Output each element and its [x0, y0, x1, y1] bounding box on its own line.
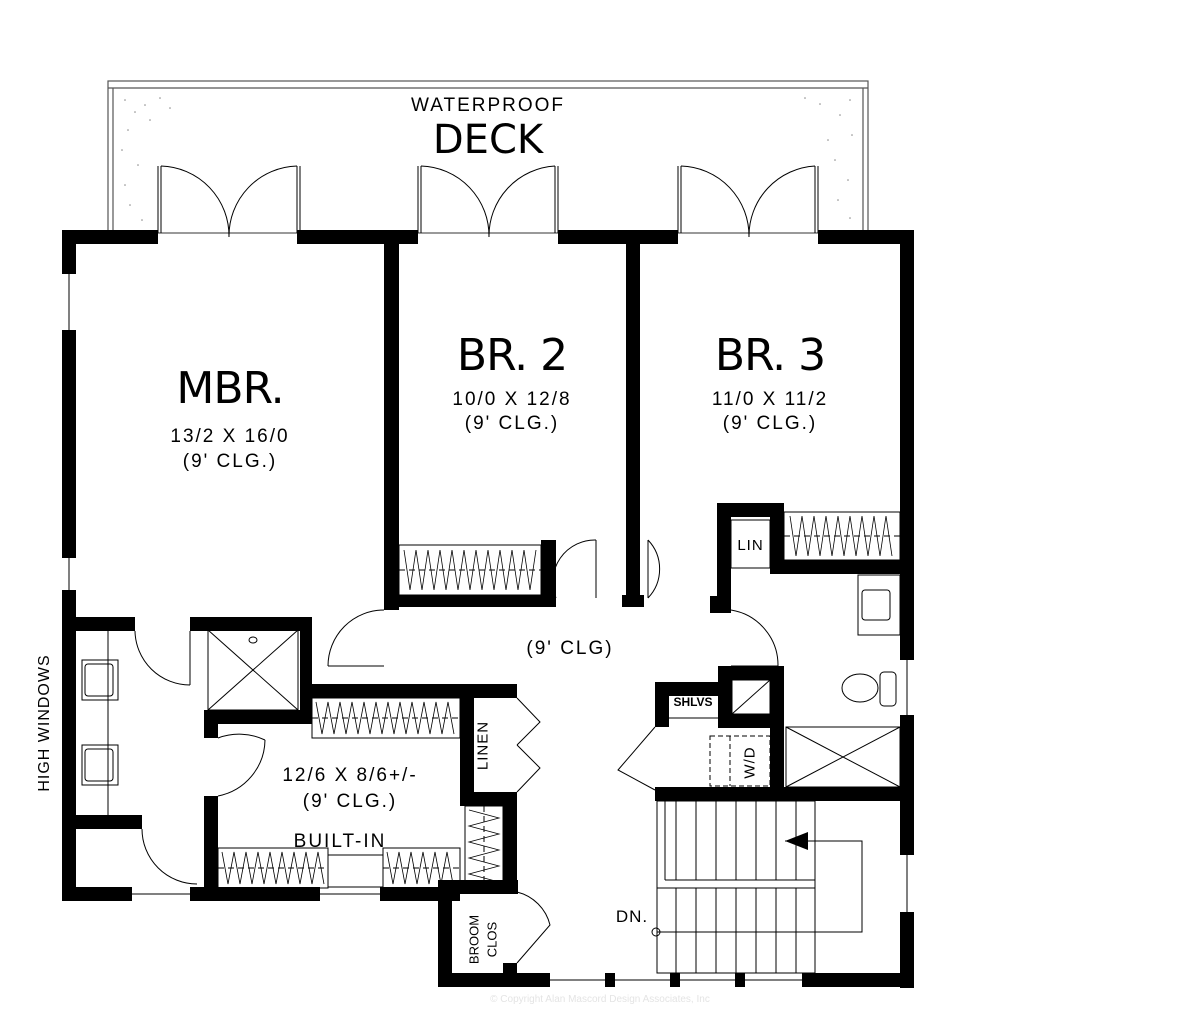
stair-arrow-icon — [785, 832, 808, 850]
high-windows-label: HIGH WINDOWS — [36, 654, 53, 792]
closet-hatching — [221, 515, 893, 885]
built-in-label: BUILT-IN — [293, 831, 387, 852]
room-name-mbr: MBR. — [176, 363, 284, 414]
deck-outline — [107, 80, 869, 234]
room-ceiling-mbr: (9' CLG.) — [182, 451, 278, 472]
deck-stipple — [121, 97, 853, 221]
deck-doors — [157, 165, 819, 238]
shelves-label: SHLVS — [673, 695, 713, 709]
fixtures — [68, 274, 908, 981]
broom-label-line2: CLOS — [484, 921, 500, 958]
room-ceiling-br3: (9' CLG.) — [722, 413, 818, 434]
lin-label: LIN — [737, 537, 764, 554]
room-size-br3: 11/0 X 11/2 — [711, 389, 829, 410]
room-name-br3: BR. 3 — [714, 330, 826, 381]
closet-size-label: 12/6 X 8/6+/- — [282, 765, 418, 786]
room-ceiling-br2: (9' CLG.) — [464, 413, 560, 434]
stair-down-label: DN. — [615, 907, 649, 926]
walls — [62, 230, 914, 988]
closet-ceiling-label: (9' CLG.) — [302, 791, 398, 812]
deck-label-line2: DECK — [432, 117, 544, 163]
linen-label: LINEN — [474, 720, 492, 771]
washer-dryer-label: W/D — [741, 746, 759, 779]
copyright-notice: © Copyright Alan Mascord Design Associat… — [490, 994, 710, 1005]
room-size-mbr: 13/2 X 16/0 — [170, 426, 290, 447]
room-name-br2: BR. 2 — [456, 330, 568, 381]
room-size-br2: 10/0 X 12/8 — [452, 389, 572, 410]
broom-label-line1: BROOM — [466, 914, 482, 965]
deck-label-line1: WATERPROOF — [410, 95, 566, 116]
hall-ceiling-label: (9' CLG) — [526, 638, 614, 659]
